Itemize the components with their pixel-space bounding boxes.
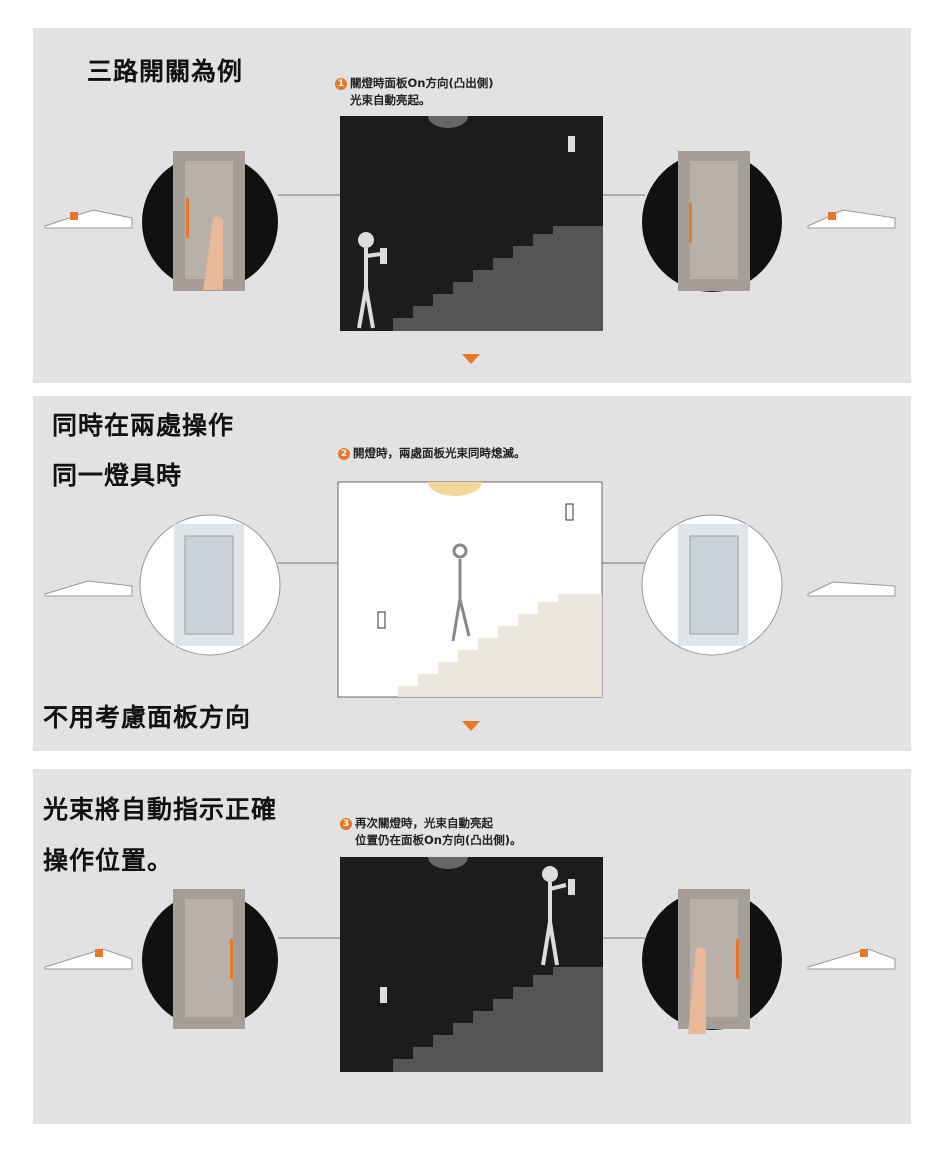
next-arrow-icon [462, 721, 480, 731]
right-switch-closeup [642, 889, 782, 1034]
figure [357, 232, 382, 329]
left-switch-closeup [142, 151, 278, 291]
panel-title: 光束將自動指示正確 [43, 795, 278, 824]
left-rocker-icon [44, 209, 133, 229]
left-switch-closeup [142, 889, 278, 1029]
note-line: 再次關燈時，光束自動亮起 [355, 816, 493, 830]
panel-title: 同一燈具時 [52, 461, 183, 490]
step-3-illustration [44, 857, 896, 1072]
step-number-badge: 2 [338, 448, 350, 460]
figure [451, 543, 471, 642]
note-line: 位置仍在面板On方向(凸出側)。 [355, 833, 522, 847]
right-switch-closeup [642, 151, 782, 292]
dark-stair-scene [340, 116, 603, 331]
right-switch-closeup [641, 514, 783, 656]
panel-title: 同時在兩處操作 [52, 411, 235, 440]
left-rocker-icon [44, 580, 133, 597]
right-rocker-icon [807, 209, 896, 229]
panel-caption: 不用考慮面板方向 [43, 703, 252, 732]
right-rocker-icon [807, 581, 896, 597]
right-rocker-icon [807, 948, 896, 970]
note-line: 光束自動亮起。 [350, 93, 431, 107]
next-arrow-icon [462, 354, 480, 364]
dark-stair-scene [340, 857, 603, 1072]
figure [541, 866, 567, 966]
step-number-badge: 1 [335, 78, 347, 90]
left-rocker-icon [44, 948, 133, 970]
step-number-badge: 3 [340, 818, 352, 830]
note-line: 開燈時，兩處面板光束同時熄滅。 [353, 446, 526, 460]
left-switch-closeup [139, 514, 281, 656]
step-1-illustration [44, 116, 896, 364]
step-2-illustration [44, 481, 896, 731]
note-line: 關燈時面板On方向(凸出側) [350, 76, 494, 90]
lit-stair-scene [337, 481, 603, 698]
panel-title: 三路開關為例 [87, 57, 244, 86]
panel-title: 操作位置。 [43, 846, 174, 875]
